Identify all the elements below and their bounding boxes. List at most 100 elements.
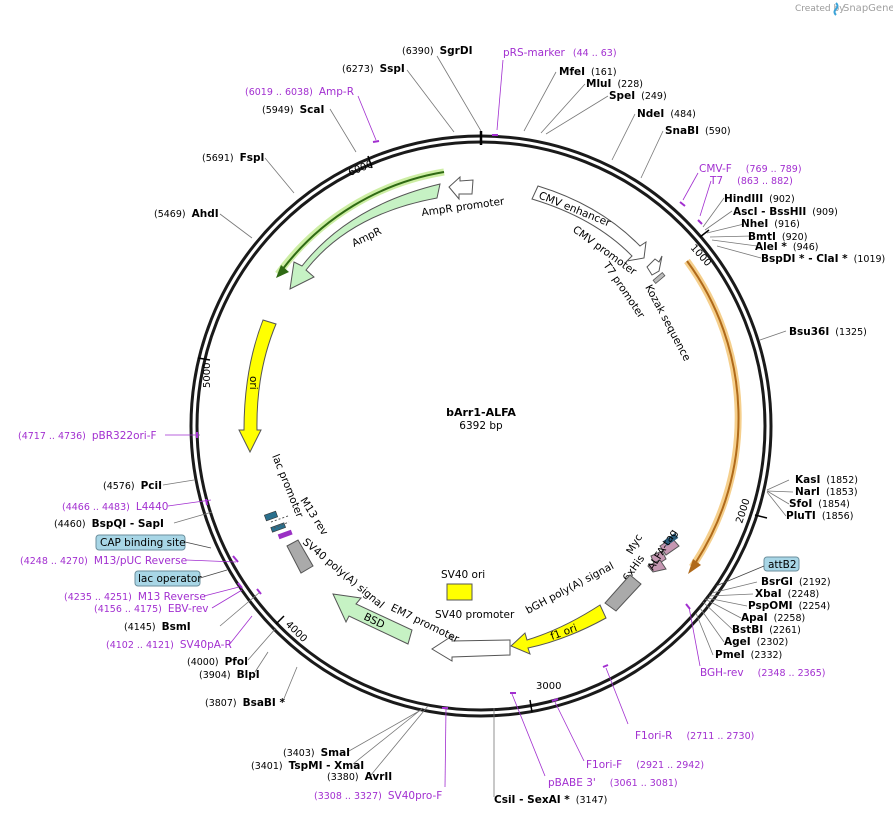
enzyme-csii[interactable]: CsiI - SexAI *(3147) [494, 794, 607, 806]
myc-label: Myc [624, 532, 645, 556]
bsd-arrow [332, 593, 413, 645]
ampr-primer-arrowhead [276, 265, 289, 278]
enzyme-pcii[interactable]: (4576)PciI [103, 480, 162, 492]
enzyme-spei[interactable]: SpeI(249) [609, 90, 667, 102]
ndei-leader [611, 113, 636, 161]
enzyme-bsrgi[interactable]: BsrGI(2192) [761, 576, 831, 588]
enzyme-mlui[interactable]: MluI(228) [586, 78, 643, 90]
m13-rev-block [277, 529, 293, 540]
his6-block [647, 559, 667, 573]
enzyme-kasi[interactable]: KasI(1852) [795, 474, 858, 486]
enzyme-fspi[interactable]: (5691)FspI [202, 152, 264, 164]
ampr-arrow [289, 183, 441, 290]
smai-avrii-leaders [348, 705, 429, 776]
enzyme-avrii[interactable]: (3380)AvrII [327, 771, 392, 783]
enzyme-sfoi[interactable]: SfoI(1854) [789, 498, 850, 510]
enzyme-labels: (6390)SgrDI (6273)SspI (5949)ScaI (5691)… [54, 45, 885, 806]
enzyme-bspdi[interactable]: BspDI * - ClaI *(1019) [761, 253, 885, 265]
primer-pbr322ori-f[interactable]: (4717 .. 4736)pBR322ori-F [18, 430, 157, 442]
enzyme-apai[interactable]: ApaI(2258) [741, 612, 805, 624]
primer-sv40pro-f[interactable]: (3308 .. 3327)SV40pro-F [314, 790, 442, 802]
primer-prs-marker[interactable]: pRS-marker(44 .. 63) [503, 47, 617, 59]
primer-bgh-rev[interactable]: BGH-rev(2348 .. 2365) [700, 667, 825, 679]
cap-site-block [270, 522, 286, 533]
primer-f1ori-r[interactable]: F1ori-R(2711 .. 2730) [635, 730, 754, 742]
mfei-leader [523, 71, 557, 132]
enzyme-xbai[interactable]: XbaI(2248) [755, 588, 819, 600]
enzyme-smai[interactable]: (3403)SmaI [283, 747, 350, 759]
ori-arrow [238, 319, 277, 454]
orf-glow [684, 258, 742, 569]
enzyme-ahdi[interactable]: (5469)AhdI [154, 208, 219, 220]
primer-m13-puc-reverse[interactable]: (4248 .. 4270)M13/pUC Reverse [20, 555, 187, 567]
enzyme-nhei[interactable]: NheI(916) [741, 218, 800, 230]
enzyme-pfoi[interactable]: (4000)PfoI [187, 656, 248, 668]
enzyme-snabi[interactable]: SnaBI(590) [665, 125, 731, 137]
tick-3000 [529, 699, 533, 713]
enzyme-scai[interactable]: (5949)ScaI [262, 104, 324, 116]
spei-leader [545, 95, 609, 135]
enzyme-bspqi[interactable]: (4460)BspQI - SapI [54, 518, 164, 530]
snapgene-brand-text: SnapGene [843, 3, 893, 14]
bspqi-leader [173, 511, 213, 524]
m13puc-tick [232, 555, 239, 563]
primer-ticks [196, 134, 703, 709]
enzyme-mfei[interactable]: MfeI(161) [559, 66, 617, 78]
enzyme-pmei[interactable]: PmeI(2332) [715, 649, 782, 661]
ruler-ticks: 1000 2000 3000 4000 5000 6000 [197, 155, 768, 713]
pcii-leader [162, 479, 195, 486]
bsabi-leader [282, 666, 298, 702]
enzyme-ndei[interactable]: NdeI(484) [637, 108, 696, 120]
enzyme-pspomi[interactable]: PspOMI(2254) [748, 600, 830, 612]
enzyme-sgrdi[interactable]: (6390)SgrDI [402, 45, 472, 57]
attb2-badge [763, 556, 800, 572]
snabi-leader [640, 130, 664, 179]
enzyme-hindiii[interactable]: HindIII(902) [724, 193, 795, 205]
t7-tick [697, 219, 703, 225]
cmv-enhancer-arrow [531, 185, 647, 262]
enzyme-asci[interactable]: AscI - BssHII(909) [733, 206, 838, 218]
enzyme-agei[interactable]: AgeI(2302) [724, 636, 788, 648]
f1orif-tick [551, 698, 559, 702]
f1-ori-label: f1 ori [549, 622, 579, 643]
primer-t7[interactable]: T7(863 .. 882) [709, 175, 793, 187]
enzyme-tspmi[interactable]: (3401)TspMI - XmaI [251, 760, 364, 772]
kasi-pluti-leaders [766, 479, 794, 517]
enzyme-bsabi[interactable]: (3807)BsaBI * [205, 697, 285, 709]
tick-6000 [367, 155, 373, 169]
tick-2000 [754, 514, 768, 519]
enzyme-blpi[interactable]: (3904)BlpI [199, 669, 260, 681]
prs-leader [496, 59, 504, 131]
enzyme-alei[interactable]: AleI *(946) [755, 241, 818, 253]
snapgene-watermark: Created by SnapGene [795, 2, 893, 16]
primer-f1ori-f[interactable]: F1ori-F(2921 .. 2942) [586, 759, 704, 771]
f1orir-leader [605, 667, 629, 725]
enzyme-bsu36i[interactable]: Bsu36I(1325) [789, 326, 867, 338]
bghrev-tick [685, 603, 691, 610]
enzyme-bmti[interactable]: BmtI(920) [748, 231, 807, 243]
f1orif-leader [554, 701, 585, 762]
enzyme-bstbi[interactable]: BstBI(2261) [732, 624, 801, 636]
orf-arc [686, 260, 740, 563]
hindiii-pmei-cluster-leaders [702, 197, 762, 259]
m13puc-leader [185, 559, 237, 563]
primer-l4440[interactable]: (4466 .. 4483)L4440 [62, 501, 168, 513]
enzyme-bsmi[interactable]: (4145)BsmI [124, 621, 191, 633]
cmvf-leader [682, 172, 699, 201]
enzyme-sspi[interactable]: (6273)SspI [342, 63, 405, 75]
primer-pbabe-3[interactable]: pBABE 3'(3061 .. 3081) [548, 777, 678, 789]
sv40-promoter-arrow [431, 635, 511, 662]
primer-amp-r[interactable]: (6019 .. 6038)Amp-R [245, 86, 354, 98]
enzyme-pluti[interactable]: PluTI(1856) [786, 510, 853, 522]
primer-cmv-f[interactable]: CMV-F(769 .. 789) [699, 163, 802, 175]
ebv-leader [211, 589, 243, 609]
primer-ebv-rev[interactable]: (4156 .. 4175)EBV-rev [94, 603, 209, 615]
t7-leader [699, 180, 712, 217]
plasmid-name: bArr1-ALFA [446, 406, 516, 419]
mlui-leader [540, 83, 586, 134]
primer-m13-reverse[interactable]: (4235 .. 4251)M13 Reverse [64, 591, 206, 603]
primer-sv40pa-r[interactable]: (4102 .. 4121)SV40pA-R [106, 639, 232, 651]
cap-binding-label: CAP binding site [100, 537, 186, 549]
enzyme-nari[interactable]: NarI(1853) [795, 486, 858, 498]
lac-operator-block [263, 510, 279, 522]
